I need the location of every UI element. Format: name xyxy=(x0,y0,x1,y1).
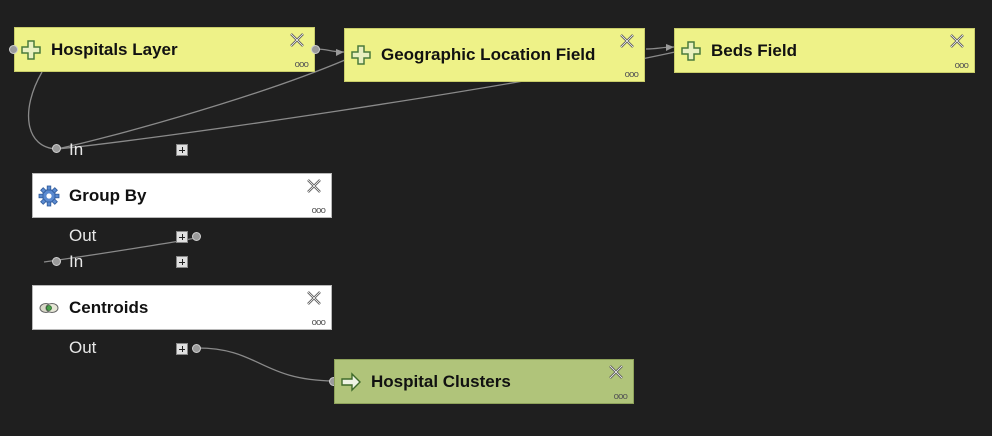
node-geographic-location-field[interactable]: Geographic Location Field ooo xyxy=(344,28,645,82)
more-options-icon[interactable]: ooo xyxy=(613,392,627,402)
connection-hospitals-to-groupby xyxy=(28,71,58,150)
output-port-label: Out xyxy=(69,226,97,245)
connection-groupby-to-centroids xyxy=(43,236,199,263)
node-label: Hospital Clusters xyxy=(371,371,511,391)
node-label: Centroids xyxy=(69,297,149,317)
add-input-button[interactable] xyxy=(176,144,188,156)
node-beds-field[interactable]: Beds Field ooo xyxy=(674,28,975,73)
node-centroids[interactable]: Centroids ooo xyxy=(32,285,332,330)
add-output-button[interactable] xyxy=(176,231,188,243)
arrow-marker xyxy=(666,44,674,51)
node-hospitals-layer[interactable]: Hospitals Layer ooo xyxy=(14,27,315,72)
close-icon[interactable] xyxy=(607,363,625,381)
close-icon[interactable] xyxy=(618,32,636,50)
add-input-button[interactable] xyxy=(176,256,188,268)
more-options-icon[interactable]: ooo xyxy=(624,70,638,80)
close-icon[interactable] xyxy=(305,289,323,307)
node-label: Group By xyxy=(69,185,147,205)
connection-geo-to-groupby xyxy=(56,59,346,150)
node-hospital-clusters[interactable]: Hospital Clusters ooo xyxy=(334,359,634,404)
centroids-icon xyxy=(39,302,59,313)
more-options-icon[interactable]: ooo xyxy=(954,61,968,71)
output-port-label: Out xyxy=(69,338,97,357)
close-icon[interactable] xyxy=(288,31,306,49)
more-options-icon[interactable]: ooo xyxy=(294,60,308,70)
node-label: Hospitals Layer xyxy=(51,39,178,59)
close-icon[interactable] xyxy=(948,32,966,50)
node-group-by[interactable]: Group By ooo xyxy=(32,173,332,218)
more-options-icon[interactable]: ooo xyxy=(311,318,325,328)
arrow-marker xyxy=(336,49,344,56)
input-port-dot[interactable] xyxy=(52,144,61,153)
plus-cross-icon xyxy=(681,40,701,61)
output-port-dot[interactable] xyxy=(192,232,201,241)
port-dot[interactable] xyxy=(311,45,320,54)
connection-centroids-to-output xyxy=(196,347,335,382)
port-dot[interactable] xyxy=(9,45,18,54)
node-label: Geographic Location Field xyxy=(381,45,596,64)
node-label: Beds Field xyxy=(711,40,797,60)
plus-cross-icon xyxy=(21,39,41,60)
gear-icon xyxy=(38,185,60,206)
input-port-dot[interactable] xyxy=(52,257,61,266)
add-output-button[interactable] xyxy=(176,343,188,355)
input-port-label: In xyxy=(69,252,84,271)
plus-cross-icon xyxy=(351,45,371,65)
close-icon[interactable] xyxy=(305,177,323,195)
output-port-dot[interactable] xyxy=(192,344,201,353)
input-port-label: In xyxy=(69,140,84,159)
more-options-icon[interactable]: ooo xyxy=(311,206,325,216)
arrow-right-icon xyxy=(341,371,361,392)
